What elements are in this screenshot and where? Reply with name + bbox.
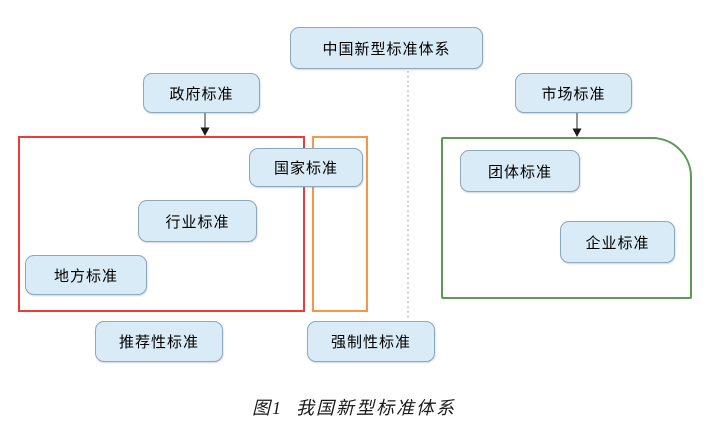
mandatory-standards-column-box	[312, 136, 368, 312]
arrow-government-to-group	[200, 113, 210, 136]
node-mandatory-standards: 强制性标准	[307, 321, 435, 362]
node-group-standards: 团体标准	[460, 150, 580, 192]
node-recommended-standards: 推荐性标准	[95, 321, 223, 362]
figure-caption: 图1 我国新型标准体系	[252, 398, 456, 418]
node-china-new-standard-system: 中国新型标准体系	[290, 27, 483, 69]
arrow-market-to-group	[572, 113, 582, 137]
node-market-standards: 市场标准	[515, 73, 632, 113]
node-local-standards: 地方标准	[25, 255, 147, 295]
node-national-standards: 国家标准	[249, 148, 363, 187]
node-enterprise-standards: 企业标准	[560, 221, 675, 263]
market-standards-group-box	[441, 137, 692, 299]
node-government-standards: 政府标准	[143, 73, 260, 113]
government-standards-group-box	[18, 136, 305, 312]
node-industry-standards: 行业标准	[138, 200, 257, 242]
